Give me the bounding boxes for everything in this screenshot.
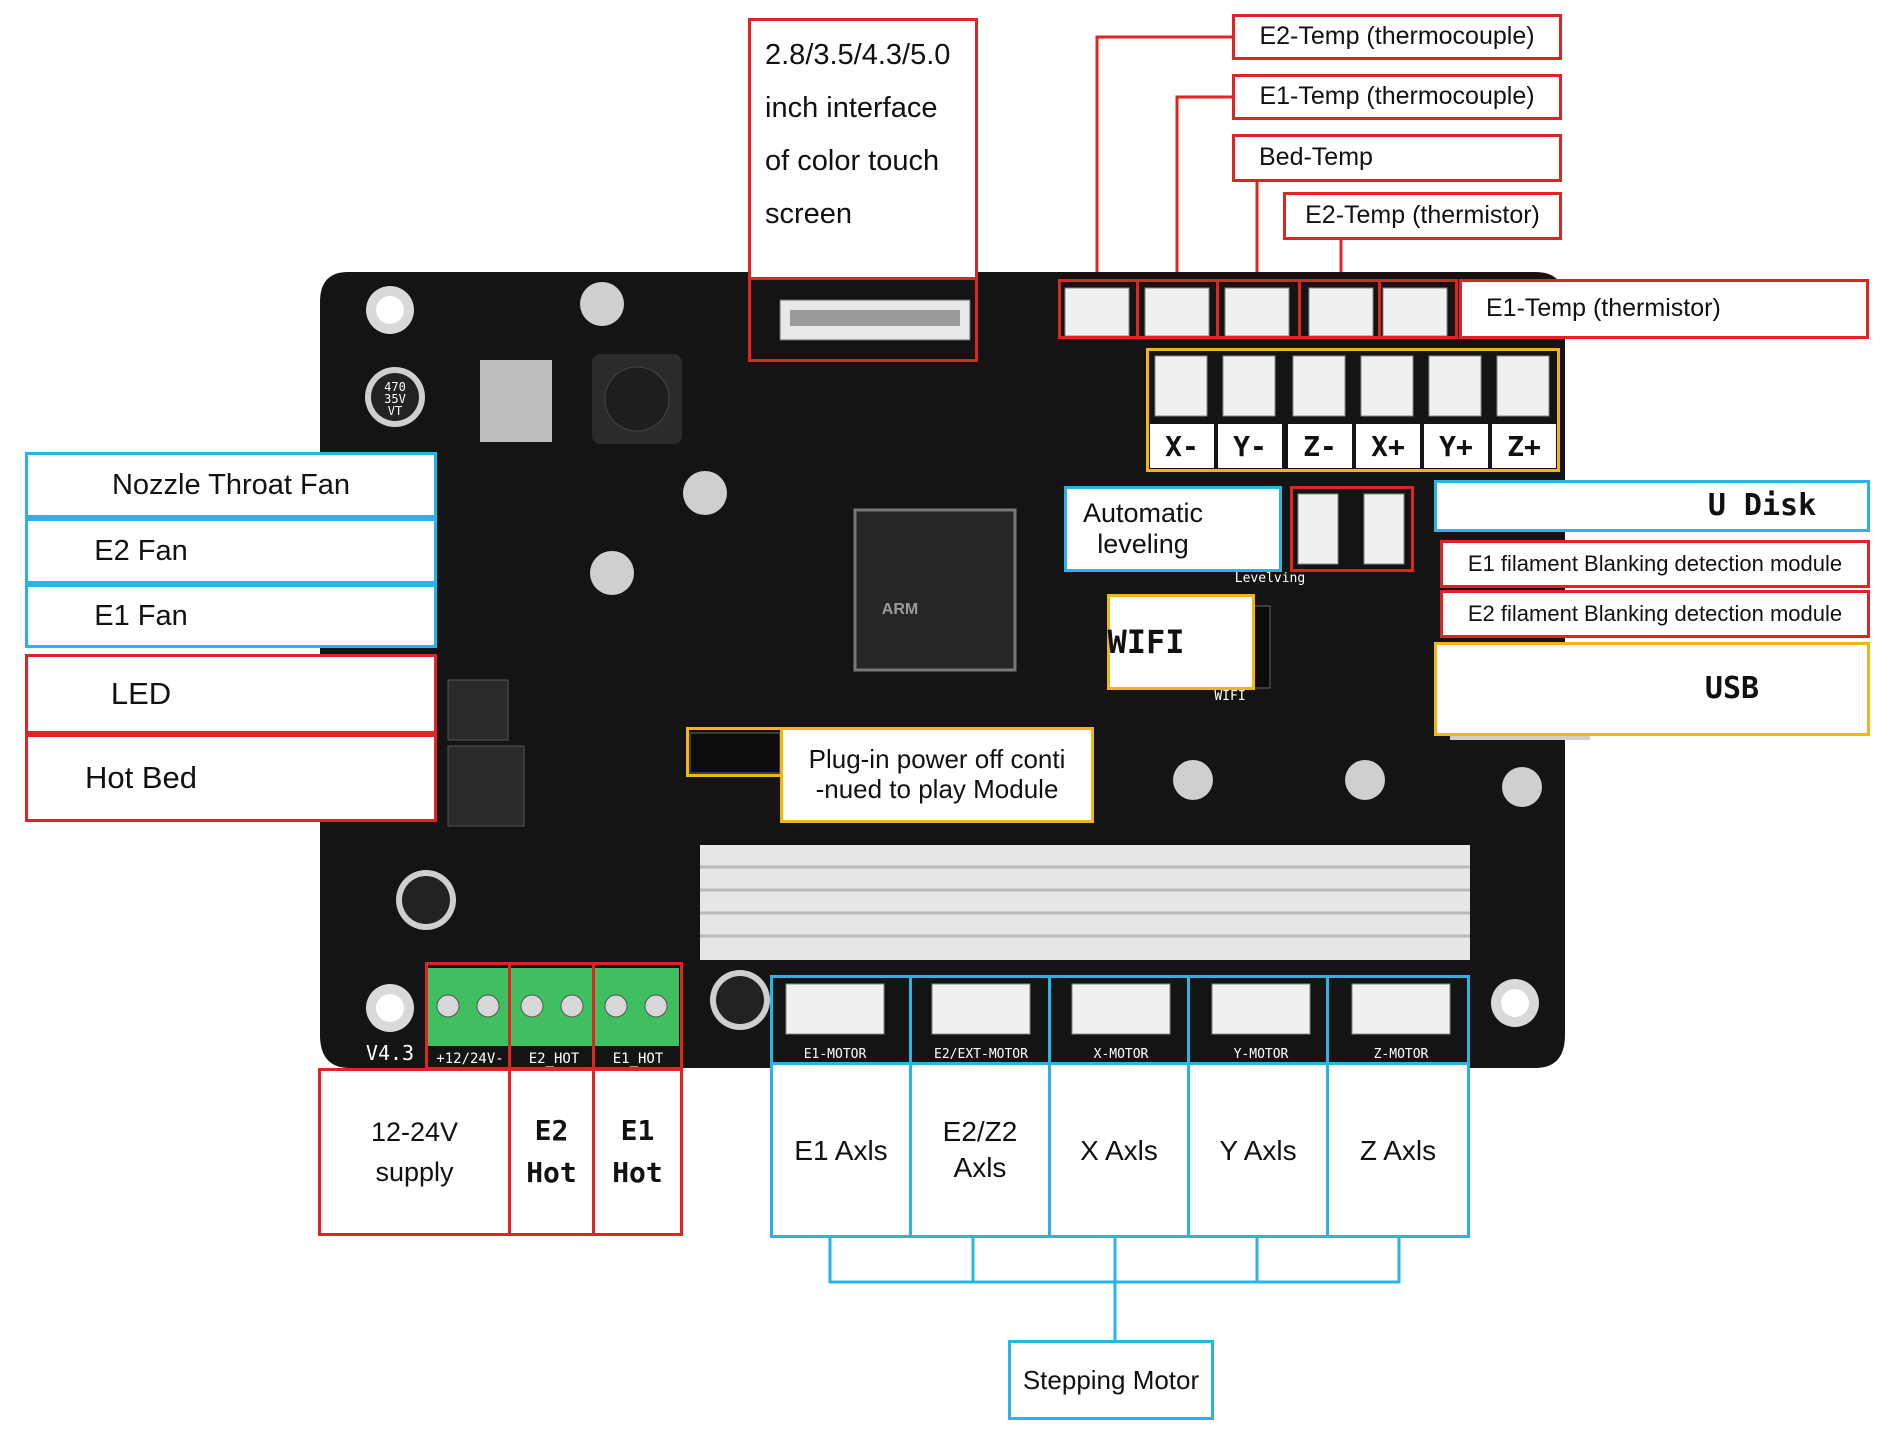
e1-fan-label: E1 Fan (25, 584, 437, 648)
stepping-motor-label: Stepping Motor (1008, 1340, 1214, 1420)
filament-connector-box (1290, 486, 1414, 572)
silk-y-motor: Y-MOTOR (1233, 1046, 1289, 1062)
power-terminal-box (425, 962, 683, 1070)
e2-z2-axis-label: E2/Z2 Axls (909, 1062, 1051, 1238)
e1-thermistor-label: E1-Temp (thermistor) (1459, 279, 1869, 339)
bed-temp-label: Bed-Temp (1232, 134, 1562, 182)
motor-connector-box (770, 975, 1470, 1065)
silk-e2-hot: E2_HOT (528, 1051, 580, 1068)
silk-e1-hot: E1_HOT (612, 1051, 664, 1068)
auto-leveling-label: Automatic leveling (1064, 486, 1282, 572)
z-axis-label: Z Axls (1326, 1062, 1470, 1238)
touch-screen-label: 2.8/3.5/4.3/5.0 inch interface of color … (748, 18, 978, 280)
capacitor-marking: 470 35V VT (384, 380, 406, 418)
e2-filament-label: E2 filament Blanking detection module (1440, 590, 1870, 638)
u-disk-label: U Disk (1434, 480, 1870, 532)
silk-z-motor: Z-MOTOR (1373, 1046, 1429, 1062)
power-off-resume-label: Plug-in power off conti -nued to play Mo… (780, 727, 1094, 823)
endstop-z-plus: Z+ (1492, 424, 1556, 468)
endstop-y-minus: Y- (1218, 424, 1282, 468)
e1-axis-label: E1 Axls (770, 1062, 912, 1238)
e2-thermistor-label: E2-Temp (thermistor) (1283, 192, 1562, 240)
endstop-y-plus: Y+ (1424, 424, 1488, 468)
silk-wifi: WIFI (1214, 688, 1246, 704)
hot-bed-label: Hot Bed (25, 734, 437, 822)
led-label: LED (25, 654, 437, 734)
wifi-label: WIFI (1107, 594, 1255, 690)
supply-label: 12-24V supply (318, 1068, 511, 1236)
e1-filament-label: E1 filament Blanking detection module (1440, 540, 1870, 588)
endstop-box (1146, 348, 1560, 472)
temp-connector-box (1058, 279, 1458, 339)
display-connector-box (748, 277, 978, 362)
e1-hot-label: E1 Hot (592, 1068, 683, 1236)
endstop-x-minus: X- (1150, 424, 1214, 468)
silk-e1-motor: E1-MOTOR (803, 1046, 867, 1062)
x-axis-label: X Axls (1048, 1062, 1190, 1238)
mcu-brand: ARM (881, 601, 919, 618)
silk-leveling: Levelving (1234, 570, 1306, 586)
usb-label: USB (1434, 642, 1870, 736)
line-e1-thermocouple (1175, 95, 1232, 272)
silk-e2-motor: E2/EXT-MOTOR (934, 1046, 1028, 1062)
silk-x-motor: X-MOTOR (1093, 1046, 1149, 1062)
nozzle-throat-fan-label: Nozzle Throat Fan (25, 452, 437, 518)
e2-thermocouple-label: E2-Temp (thermocouple) (1232, 14, 1562, 60)
e2-fan-label: E2 Fan (25, 518, 437, 584)
version-silkscreen: V4.3 (365, 1040, 415, 1065)
e1-thermocouple-label: E1-Temp (thermocouple) (1232, 74, 1562, 120)
e2-hot-label: E2 Hot (508, 1068, 595, 1236)
silk-power-supply: +12/24V- (436, 1051, 504, 1068)
endstop-x-plus: X+ (1356, 424, 1420, 468)
endstop-z-minus: Z- (1288, 424, 1352, 468)
line-e2-thermocouple (1095, 35, 1232, 272)
y-axis-label: Y Axls (1187, 1062, 1329, 1238)
